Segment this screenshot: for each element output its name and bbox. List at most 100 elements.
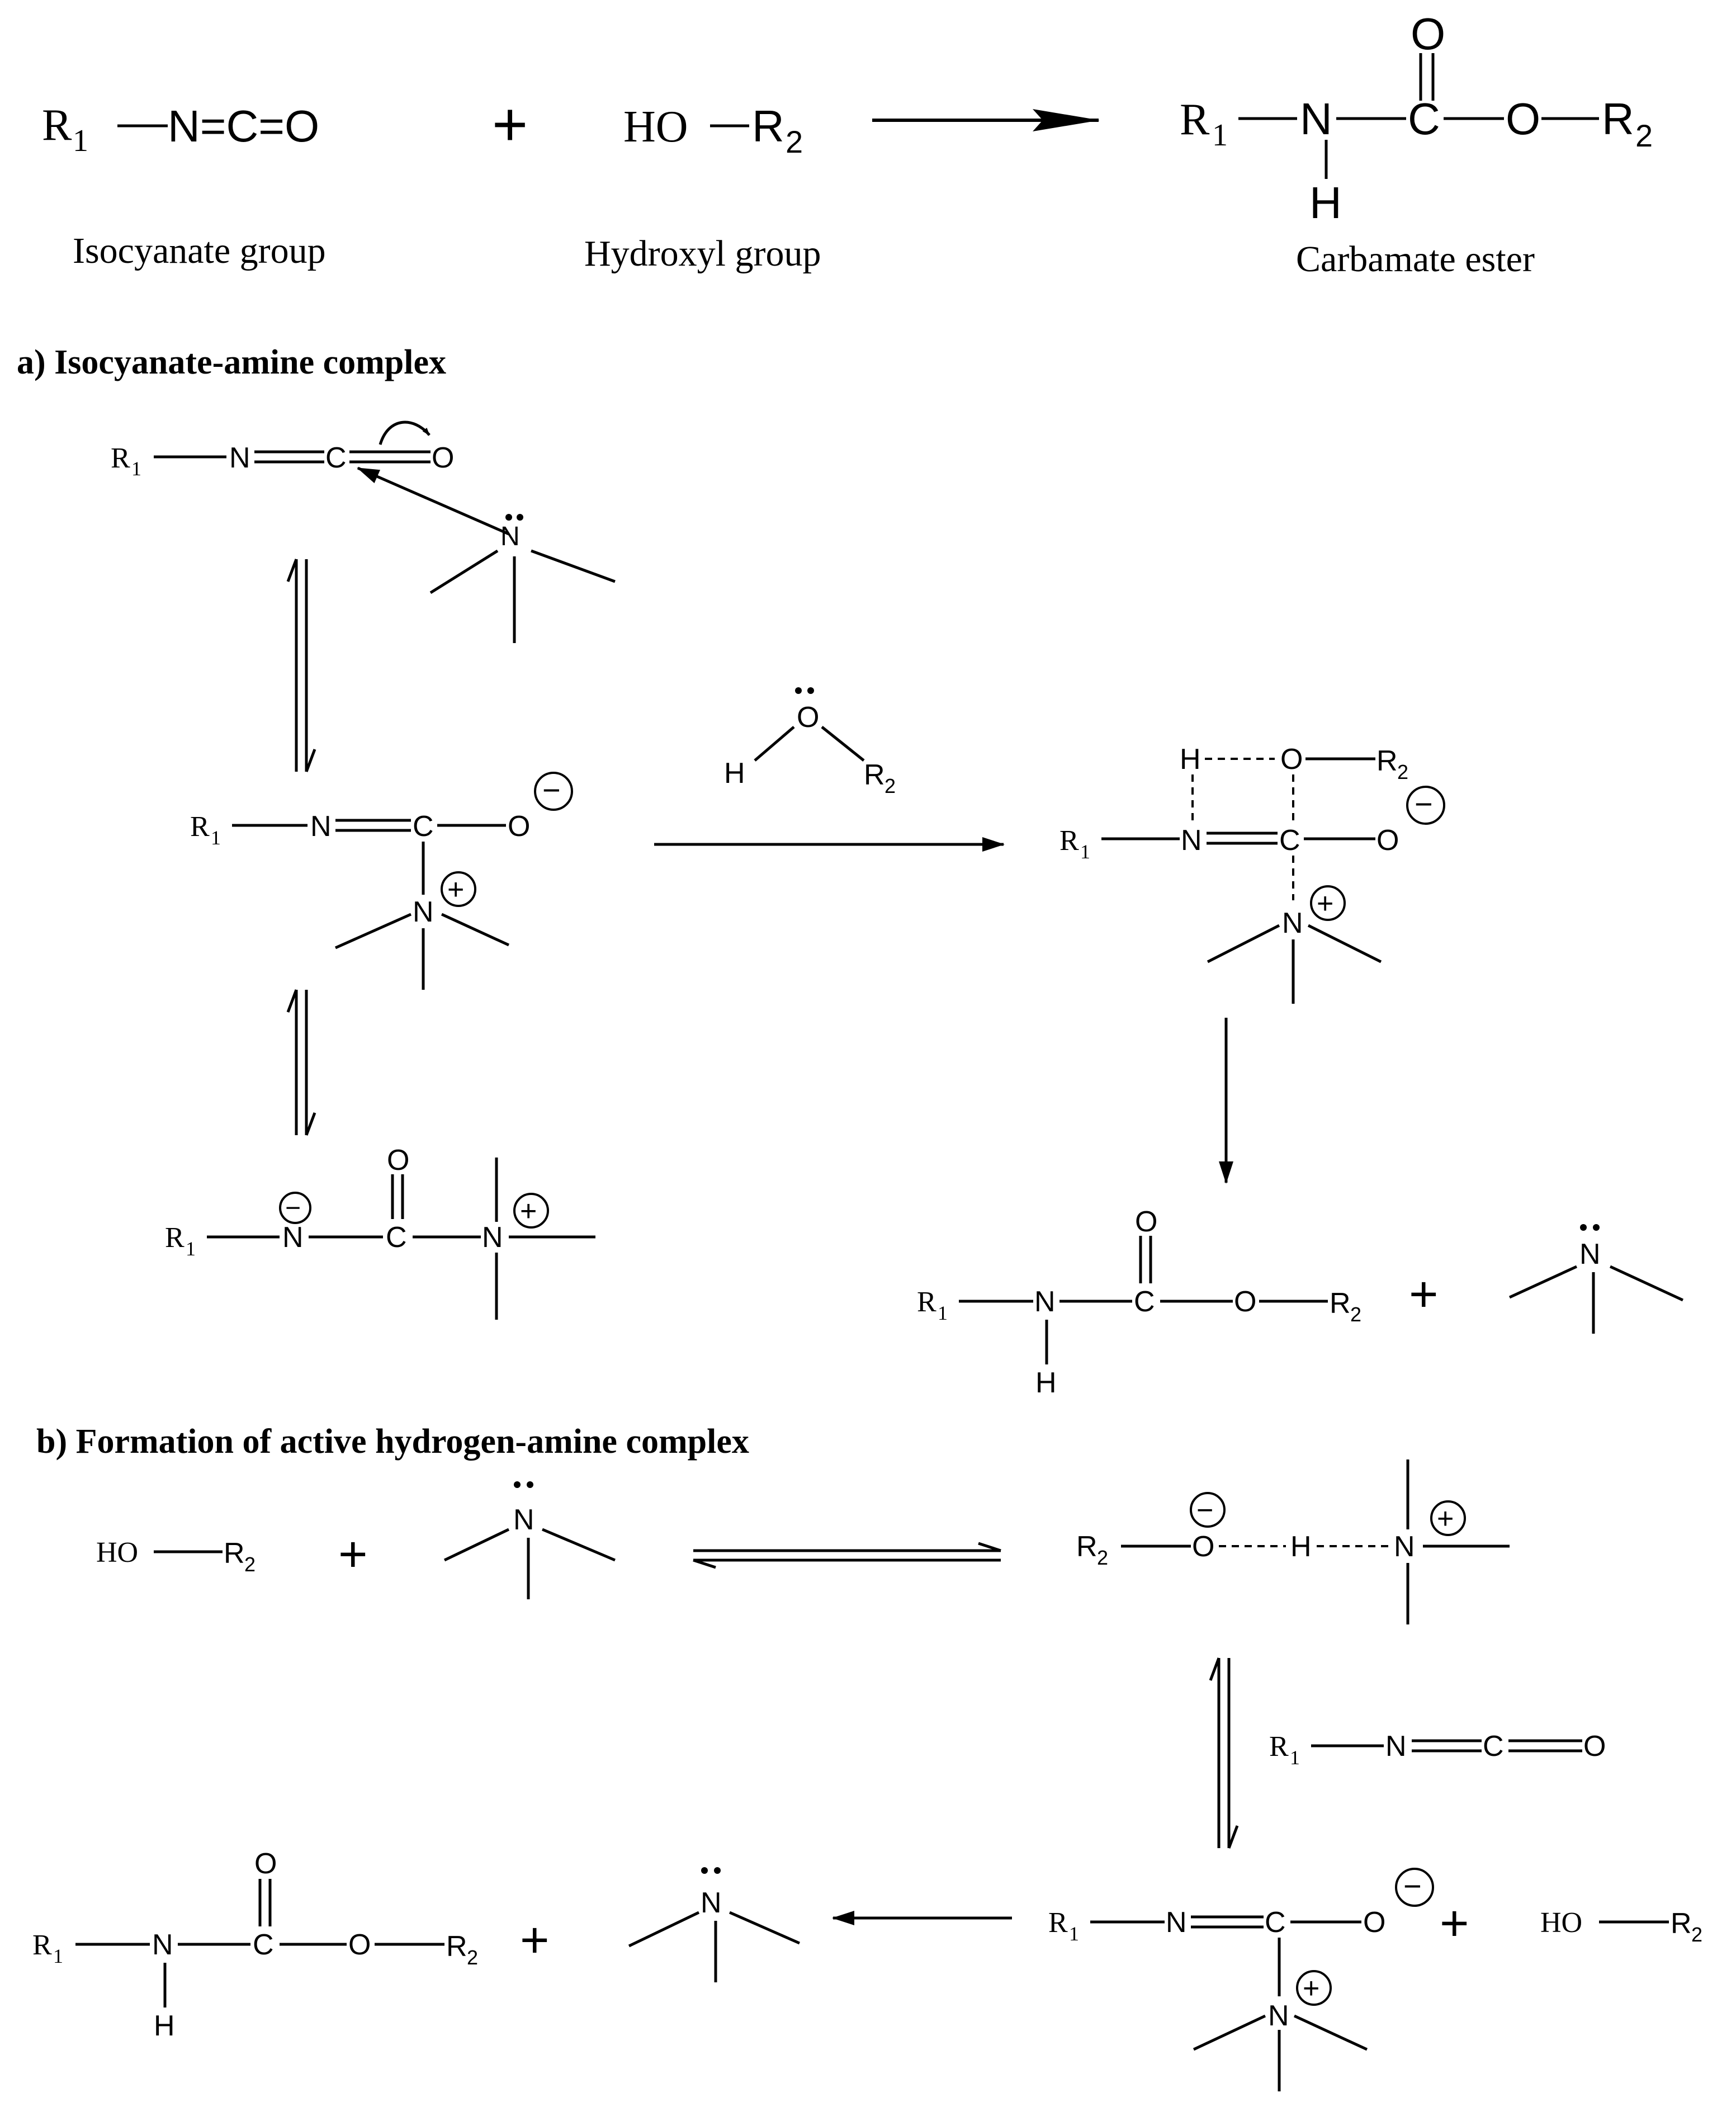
- subscript: 1: [211, 826, 221, 849]
- r-label: R: [190, 811, 210, 843]
- equilibrium-arrow: [286, 989, 316, 1136]
- r-label: R: [111, 442, 130, 474]
- charge-plus: +: [1437, 1503, 1454, 1535]
- charge-plus: +: [1303, 1972, 1319, 2005]
- r-label: R: [1048, 1907, 1068, 1939]
- isocyanate-reactant: R 1 N=C=O: [42, 101, 319, 158]
- r-label: R: [917, 1286, 936, 1318]
- r-label: R: [1269, 1731, 1289, 1763]
- r-label: R: [1376, 745, 1398, 777]
- subscript: 1: [1069, 1922, 1079, 1945]
- subscript: 2: [1635, 118, 1653, 153]
- n-atom: N: [1282, 907, 1303, 939]
- h-atom: H: [154, 2010, 175, 2042]
- o-atom: O: [1280, 743, 1303, 776]
- a-alcohol-reagent: O H R 2: [724, 687, 896, 797]
- c-atom: C: [1483, 1730, 1504, 1763]
- a-zwitterion: R 1 N C O − N +: [190, 772, 573, 990]
- o-atom: O: [1376, 824, 1399, 857]
- charge-minus: −: [1415, 786, 1433, 821]
- plus-sign: +: [338, 1527, 368, 1583]
- r-label: R: [1602, 94, 1634, 144]
- hydroxyl-reactant: HO R 2: [623, 101, 803, 159]
- c-atom: C: [1408, 94, 1440, 144]
- subscript: 1: [1290, 1746, 1300, 1769]
- a-isocyanate-attack: R 1 N C O N: [111, 421, 616, 643]
- n-atom: N: [500, 522, 520, 551]
- o-atom: O: [387, 1144, 409, 1177]
- subscript: 2: [467, 1946, 478, 1969]
- c-atom: C: [253, 1929, 274, 1961]
- n-atom: N: [282, 1221, 304, 1254]
- subscript: 1: [131, 457, 141, 480]
- subscript: 1: [1212, 118, 1228, 153]
- a-acyl-ammonium: R 1 N − C O N +: [165, 1144, 595, 1320]
- plus-sign: +: [492, 90, 528, 159]
- charge-minus: −: [542, 772, 561, 807]
- o-atom: O: [1506, 94, 1540, 144]
- c-atom: C: [1134, 1286, 1155, 1318]
- subscript: 1: [938, 1302, 948, 1324]
- ho-label: HO: [1540, 1907, 1582, 1939]
- r-label: R: [1076, 1531, 1098, 1563]
- n-atom: N: [1166, 1906, 1187, 1939]
- n-atom: N: [1394, 1531, 1415, 1563]
- overall-reaction: R 1 N=C=O + HO R 2 R 1 N C O O: [42, 9, 1653, 280]
- section-b-title: b) Formation of active hydrogen-amine co…: [36, 1423, 749, 1461]
- a-product: R 1 N C O O R 2 H + N: [917, 1206, 1684, 1399]
- plus-sign: +: [1440, 1896, 1469, 1952]
- ho-label: HO: [623, 102, 688, 152]
- subscript: 2: [786, 124, 803, 159]
- n-atom: N: [310, 810, 332, 843]
- r-label: R: [32, 1929, 52, 1961]
- c-atom: C: [386, 1221, 407, 1254]
- o-atom: O: [797, 701, 819, 734]
- n-atom: N: [413, 896, 434, 928]
- n-atom: N: [1034, 1286, 1056, 1318]
- h-atom: H: [1309, 178, 1342, 228]
- n-atom: N: [1300, 94, 1332, 144]
- h-atom: H: [1035, 1367, 1057, 1399]
- o-atom: O: [1411, 9, 1445, 59]
- carbamate-label: Carbamate ester: [1296, 239, 1535, 280]
- n-atom: N: [513, 1504, 534, 1536]
- n-atom: N: [1579, 1238, 1601, 1270]
- charge-minus: −: [1403, 1868, 1422, 1903]
- b-isocyanate-reagent: R 1 N C O: [1269, 1730, 1606, 1769]
- a-transition-complex: H O R 2 R 1 N C O − N +: [1059, 743, 1445, 1004]
- subscript: 2: [1397, 761, 1408, 783]
- n-atom: N: [152, 1929, 173, 1961]
- n-atom: N: [701, 1887, 722, 1919]
- charge-minus: −: [285, 1193, 301, 1223]
- r-label: R: [1330, 1287, 1351, 1320]
- r-label: R: [224, 1537, 245, 1570]
- equilibrium-arrow: [286, 559, 316, 772]
- o-atom: O: [1583, 1730, 1606, 1763]
- subscript: 1: [53, 1945, 63, 1967]
- r-label: R: [1671, 1907, 1692, 1940]
- isocyanate-label: Isocyanate group: [73, 230, 326, 271]
- r-label: R: [752, 101, 784, 151]
- r-label: R: [42, 101, 72, 150]
- hydroxyl-label: Hydroxyl group: [584, 233, 821, 274]
- c-atom: C: [413, 810, 434, 843]
- n-atom: N: [1181, 824, 1202, 857]
- subscript: 1: [1080, 840, 1090, 863]
- subscript: 2: [1350, 1303, 1361, 1326]
- r-label: R: [1059, 825, 1079, 857]
- o-atom: O: [1135, 1206, 1157, 1238]
- b-zwitterion: R 1 N C O − N + + HO R 2: [1048, 1868, 1702, 2091]
- b-reactants: HO R 2 + N: [96, 1481, 616, 1599]
- c-atom: C: [1265, 1906, 1286, 1939]
- r-label: R: [165, 1222, 185, 1254]
- charge-plus: +: [1317, 887, 1333, 920]
- o-atom: O: [1192, 1531, 1214, 1563]
- charge-plus: +: [447, 873, 464, 906]
- charge-plus: +: [520, 1195, 537, 1227]
- n-atom: N: [482, 1221, 503, 1254]
- o-atom: O: [432, 442, 454, 474]
- c-atom: C: [325, 442, 347, 474]
- r-label: R: [864, 759, 885, 791]
- plus-sign: +: [1409, 1267, 1439, 1322]
